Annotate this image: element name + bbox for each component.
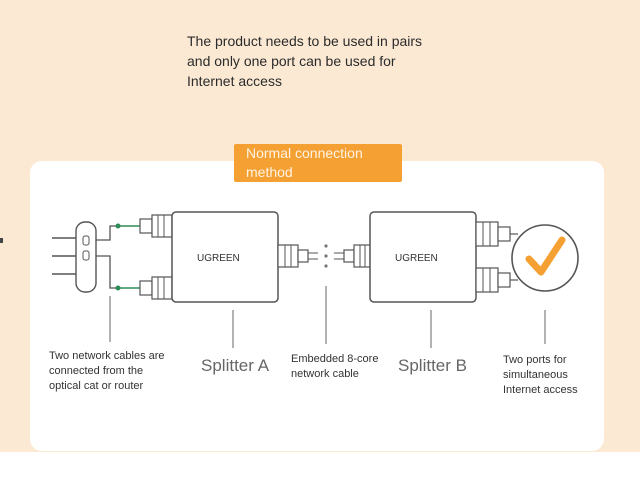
- edge-mark: [0, 238, 3, 243]
- splitter-a-brand: UGREEN: [197, 253, 240, 264]
- router-cables: [96, 223, 140, 291]
- splitter-b-input-plug: [334, 244, 371, 268]
- ports-label: Two ports for simultaneous Internet acce…: [503, 353, 578, 398]
- splitter-b-output-plugs: [475, 221, 518, 293]
- badge-line-2: method: [246, 164, 293, 180]
- intro-line-3: Internet access: [187, 73, 282, 89]
- cable-gap-dots: [324, 244, 328, 268]
- embedded-cable-label: Embedded 8-core network cable: [291, 352, 378, 382]
- cables-label-line-1: Two network cables are: [49, 350, 165, 362]
- cables-label-line-2: connected from the: [49, 365, 144, 377]
- splitter-b-box: [369, 211, 477, 303]
- cables-label-line-3: optical cat or router: [49, 380, 144, 392]
- badge-line-1: Normal connection: [246, 145, 363, 161]
- leader-lines: [109, 286, 546, 348]
- ports-label-line-1: Two ports for: [503, 354, 567, 366]
- embedded-label-line-1: Embedded 8-core: [291, 353, 379, 365]
- splitter-b-brand: UGREEN: [395, 253, 438, 264]
- splitter-a-input-plugs: [139, 214, 173, 300]
- ports-label-line-2: simultaneous: [503, 369, 568, 381]
- intro-line-1: The product needs to be used in pairs: [187, 33, 423, 49]
- router-plate: [52, 221, 97, 293]
- embedded-label-line-2: network cable: [291, 368, 359, 380]
- checkmark-icon: [511, 224, 579, 292]
- splitter-a-output-plug: [277, 244, 318, 268]
- ports-label-line-3: Internet access: [503, 384, 578, 396]
- page-footer-strip: [0, 452, 640, 480]
- intro-line-2: and only one port can be used for: [187, 53, 396, 69]
- splitter-a-name: Splitter A: [201, 356, 270, 375]
- intro-text: The product needs to be used in pairs an…: [187, 31, 487, 91]
- diagram-card: [30, 161, 604, 451]
- splitter-b-name: Splitter B: [398, 356, 467, 375]
- connection-method-badge: Normal connection method: [234, 144, 402, 182]
- cables-label: Two network cables are connected from th…: [49, 349, 165, 394]
